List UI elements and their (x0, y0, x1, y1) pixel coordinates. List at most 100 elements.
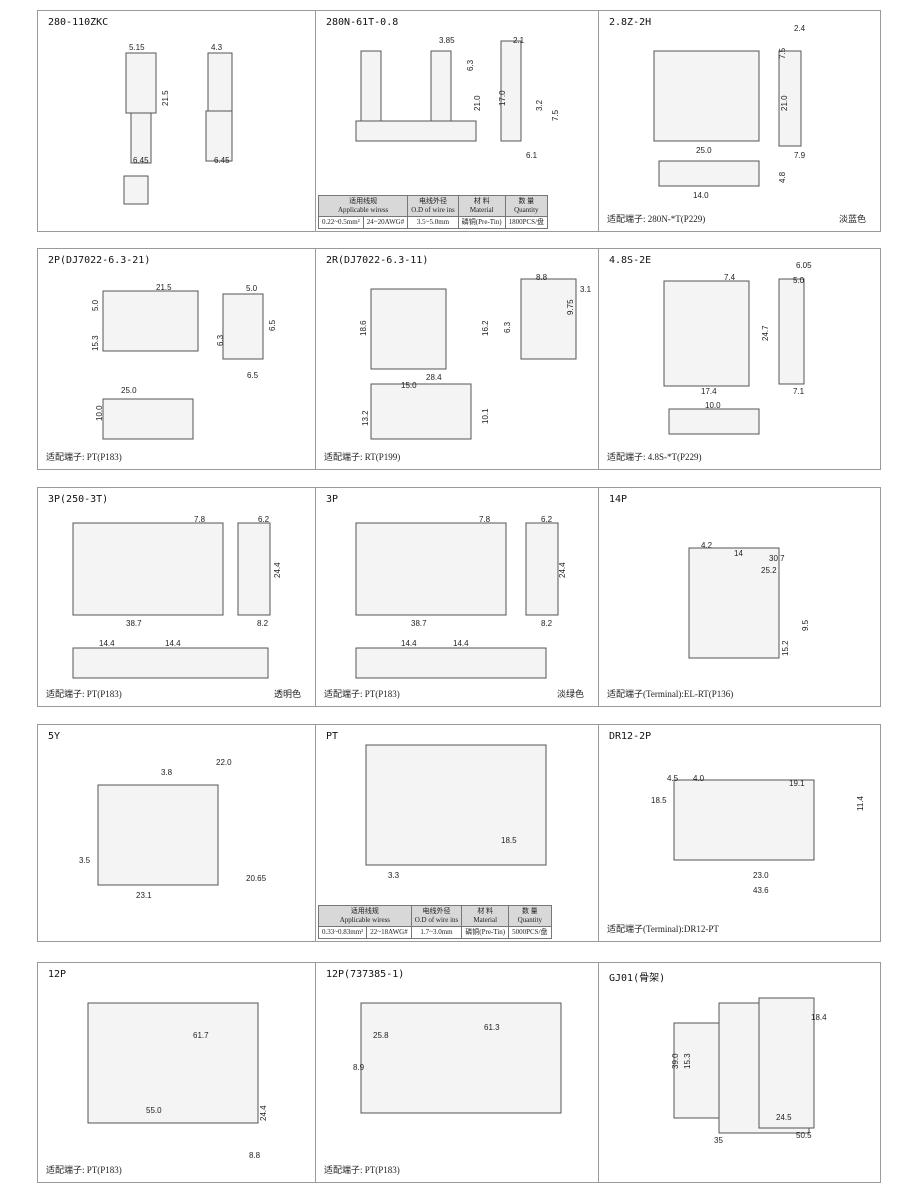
drawing-outline (102, 290, 199, 352)
spec-value: 1.7~3.0mm (410, 926, 463, 939)
dimension-label: 14.4 (165, 639, 181, 648)
dimension-label: 21.0 (780, 95, 789, 111)
dimension-label: 6.3 (466, 59, 475, 71)
compatible-terminal: 适配端子: 280N-*T(P229) (607, 214, 706, 224)
product-title: PT (326, 731, 339, 742)
dimension-label: 22.0 (216, 758, 232, 767)
drawing-outline (663, 280, 750, 387)
drawing-outline (97, 784, 219, 886)
dimension-label: 14 (734, 549, 743, 558)
drawing-outline (123, 175, 149, 205)
compatible-terminal: 适配端子: RT(P199) (324, 452, 401, 462)
drawing-outline (222, 293, 264, 360)
dimension-label: 9.5 (801, 619, 810, 631)
drawing-outline (370, 288, 447, 370)
drawing-outline (668, 408, 760, 435)
compatible-terminal: 适配端子: 4.8S-*T(P229) (607, 452, 702, 462)
dimension-label: 21.5 (156, 283, 172, 292)
spec-header-text: Applicable wiress (339, 916, 391, 924)
dimension-label: 35 (714, 1136, 723, 1145)
dimension-label: 4.0 (693, 774, 705, 783)
dimension-label: 6.5 (268, 319, 277, 331)
dimension-label: 6.2 (258, 515, 270, 524)
dimension-label: 8.8 (536, 273, 548, 282)
dimension-label: 4.5 (667, 774, 679, 783)
drawing-outline (125, 52, 157, 114)
technical-drawing (123, 52, 233, 205)
spec-header-text: O.D of wire ins (411, 206, 455, 214)
drawing-outline (87, 1002, 259, 1124)
spec-value: 磷铜(Pre-Tin) (457, 216, 506, 229)
spec-header-text: 数 量 (518, 197, 535, 205)
drawing-outline (525, 522, 559, 616)
dimension-label: 15.2 (781, 640, 790, 656)
spec-value: 22~18AWG# (366, 926, 412, 939)
technical-drawing (688, 547, 780, 659)
dimension-label: 6.3 (216, 334, 225, 346)
drawing-outline (355, 647, 547, 679)
technical-drawing (365, 744, 547, 866)
dimension-label: 6.2 (541, 515, 553, 524)
drawing-outline (72, 522, 224, 616)
dimension-label: 24.7 (761, 325, 770, 341)
dimension-label: 5.0 (246, 284, 258, 293)
spec-value: 0.22~0.5mm² (318, 216, 364, 229)
spec-value: 24~20AWG# (362, 216, 409, 229)
dimension-label: 11.4 (856, 796, 865, 811)
dimension-label: 23.1 (136, 891, 152, 900)
dimension-label: 7.5 (778, 47, 787, 59)
dimension-label: 5.0 (793, 276, 805, 285)
dimension-label: 21.0 (473, 95, 482, 111)
spec-header-text: Quantity (514, 206, 539, 214)
dimension-label: 3.5 (79, 856, 91, 865)
dimension-label: 61.7 (193, 1031, 209, 1040)
compatible-terminal: 适配端子(Terminal):DR12-PT (607, 924, 719, 934)
color-note: 淡绿色 (556, 689, 584, 699)
spec-header-text: Material (469, 206, 494, 214)
dimension-label: 6.45 (214, 156, 230, 165)
spec-value: 1800PCS/盘 (504, 216, 549, 229)
drawing-outline (673, 779, 815, 861)
dimension-label: 6.05 (796, 261, 812, 270)
dimension-label: 17.4 (701, 387, 717, 396)
drawing-outline (778, 50, 802, 147)
spec-header-text: 材 料 (473, 197, 490, 205)
dimension-label: 6.5 (247, 371, 259, 380)
drawing-outline (365, 744, 547, 866)
dimension-label: 20.65 (246, 874, 267, 883)
spec-header-text: 适用线规 (349, 197, 378, 205)
dimension-label: 39.0 (671, 1053, 680, 1069)
compatible-terminal: 适配端子: PT(P183) (324, 689, 400, 699)
dimension-label: 7.8 (194, 515, 206, 524)
technical-drawing (72, 522, 271, 679)
spec-header-text: Material (473, 916, 498, 924)
drawing-outline (688, 547, 780, 659)
spec-header-text: 适用线规 (350, 907, 379, 915)
dimension-label: 24.4 (259, 1105, 268, 1121)
product-title: DR12-2P (609, 731, 652, 742)
dimension-label: 24.4 (558, 562, 567, 578)
dimension-label: 50.5 (796, 1131, 812, 1140)
dimension-label: 10.0 (705, 401, 721, 410)
dimension-label: 14.4 (99, 639, 115, 648)
compatible-terminal: 适配端子: PT(P183) (46, 689, 122, 699)
dimension-label: 3.2 (535, 99, 544, 111)
dimension-label: 15.3 (91, 335, 100, 351)
product-title: 280-110ZKC (48, 17, 109, 28)
spec-value: 磷铜(Pre-Tin) (461, 926, 510, 939)
drawing-outline (658, 160, 760, 187)
dimension-label: 7.9 (794, 151, 806, 160)
dimension-label: 8.8 (249, 1151, 261, 1160)
